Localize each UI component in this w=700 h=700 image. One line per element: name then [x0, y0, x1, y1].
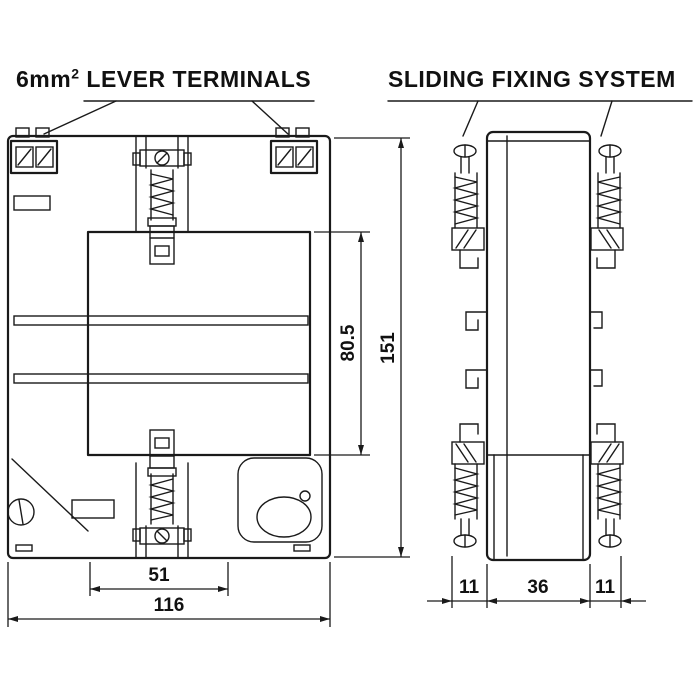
dimension-116: 116	[7, 562, 331, 627]
lever-terminals-title: 6mm2 LEVER TERMINALS	[16, 66, 311, 93]
slot-lower	[13, 373, 309, 384]
leader-lines	[43, 100, 693, 137]
slot-upper	[13, 315, 309, 326]
dim-front-overall-width: 116	[154, 595, 185, 616]
dim-front-overall-height: 151	[378, 332, 399, 364]
dim-side-left-clip: 11	[459, 577, 480, 598]
dim-front-window-height: 80.5	[338, 324, 359, 361]
side-fixing-top-left	[451, 144, 485, 269]
front-bottom-right-details	[237, 457, 323, 552]
front-view	[6, 127, 332, 560]
side-fixing-bottom-left	[451, 423, 485, 548]
lever-terminals-prefix: 6mm	[16, 66, 72, 92]
side-fixing-top-right	[590, 144, 624, 269]
dimension-51: 51	[89, 562, 229, 596]
sliding-fixing-title: SLIDING FIXING SYSTEM	[388, 66, 676, 92]
dim-side-right-clip: 11	[595, 577, 616, 598]
side-hooks	[465, 311, 603, 389]
front-window	[86, 230, 312, 457]
dim-front-fixing-span: 51	[148, 565, 170, 586]
dim-side-body-width: 36	[527, 577, 548, 598]
lever-terminal-left	[9, 127, 59, 211]
lever-terminals-label: LEVER TERMINALS	[79, 66, 312, 92]
front-bottom-left-details	[7, 458, 115, 552]
side-view	[451, 130, 624, 562]
dimension-151: 151	[334, 137, 410, 558]
front-sliding-fixing-top	[132, 136, 192, 265]
dimension-80-5: 80.5	[314, 231, 370, 456]
front-sliding-fixing-bottom	[132, 429, 192, 558]
lever-terminals-superscript: 2	[71, 65, 80, 82]
dimension-side-11-36-11: 11 36 11	[427, 556, 646, 608]
lever-terminal-right	[269, 127, 319, 175]
side-fixing-bottom-right	[590, 423, 624, 548]
